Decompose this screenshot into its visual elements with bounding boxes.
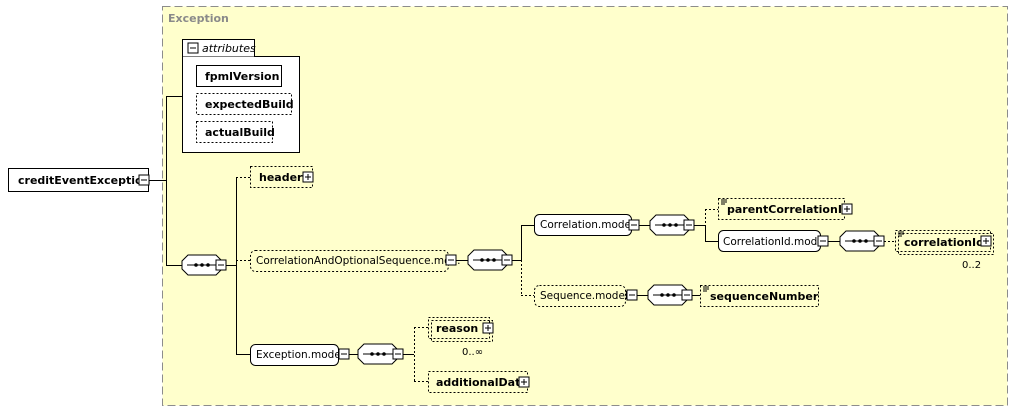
svg-text:creditEventException: creditEventException (18, 174, 150, 187)
reason-cardinality: 0..∞ (462, 347, 483, 358)
group-correlation-id-model[interactable]: CorrelationId.model (718, 230, 827, 252)
svg-text:additionalData: additionalData (436, 376, 528, 389)
cos-sequence-collapse-icon[interactable] (501, 254, 513, 266)
svg-text:correlationId: correlationId (904, 236, 984, 249)
additional-data-expand-icon[interactable] (518, 376, 530, 388)
sequence-model-collapse-icon[interactable] (626, 289, 638, 301)
correlation-choice-collapse-icon[interactable] (683, 219, 695, 231)
svg-text:Exception.model: Exception.model (256, 349, 344, 361)
main-sequence-collapse-icon[interactable] (215, 259, 227, 271)
svg-text:CorrelationAndOptionalSequence: CorrelationAndOptionalSequence.mo... (256, 255, 460, 267)
header-expand-icon[interactable] (302, 171, 314, 183)
svg-text:fpmlVersion: fpmlVersion (205, 70, 279, 83)
exception-group-label: Exception (168, 12, 229, 25)
parent-correlation-id-expand-icon[interactable] (841, 203, 853, 215)
element-reason[interactable]: reason (428, 317, 490, 339)
svg-text:reason: reason (436, 322, 478, 335)
group-sequence-model[interactable]: Sequence.model (534, 285, 628, 307)
attribute-expectedbuild[interactable]: expectedBuild (196, 93, 294, 115)
correlation-id-model-collapse-icon[interactable] (817, 235, 829, 247)
sequence-model-sequence-collapse-icon[interactable] (681, 289, 693, 301)
attributes-header: attributes (202, 42, 256, 55)
cos-collapse-icon[interactable] (445, 254, 457, 266)
group-correlation-model[interactable]: Correlation.model (534, 214, 634, 236)
svg-text:sequenceNumber: sequenceNumber (710, 290, 819, 303)
root-collapse-icon[interactable] (138, 174, 150, 186)
attribute-fpmlversion[interactable]: fpmlVersion (196, 65, 282, 87)
exception-sequence-compositor[interactable] (357, 343, 399, 365)
svg-text:expectedBuild: expectedBuild (205, 98, 294, 111)
svg-text:header: header (259, 171, 303, 184)
reason-expand-icon[interactable] (482, 322, 494, 334)
attribute-actualbuild[interactable]: actualBuild (196, 121, 275, 143)
exception-sequence-collapse-icon[interactable] (392, 348, 404, 360)
exception-group-box (162, 6, 1008, 406)
attributes-collapse-icon[interactable] (187, 42, 199, 54)
correlation-id-sequence-collapse-icon[interactable] (873, 235, 885, 247)
correlation-model-collapse-icon[interactable] (628, 219, 640, 231)
correlation-id-expand-icon[interactable] (980, 235, 992, 247)
svg-text:Correlation.model: Correlation.model (540, 219, 634, 231)
svg-text:CorrelationId.model: CorrelationId.model (723, 236, 827, 248)
svg-text:Sequence.model: Sequence.model (540, 290, 628, 302)
svg-text:parentCorrelationId: parentCorrelationId (727, 203, 850, 216)
correlation-id-cardinality: 0..2 (962, 260, 981, 271)
group-exception-model[interactable]: Exception.model (250, 344, 344, 366)
element-sequence-number[interactable]: sequenceNumber (700, 285, 819, 307)
svg-text:actualBuild: actualBuild (205, 126, 275, 139)
root-element-creditEventException[interactable]: creditEventException (8, 168, 151, 192)
exception-model-collapse-icon[interactable] (338, 348, 350, 360)
